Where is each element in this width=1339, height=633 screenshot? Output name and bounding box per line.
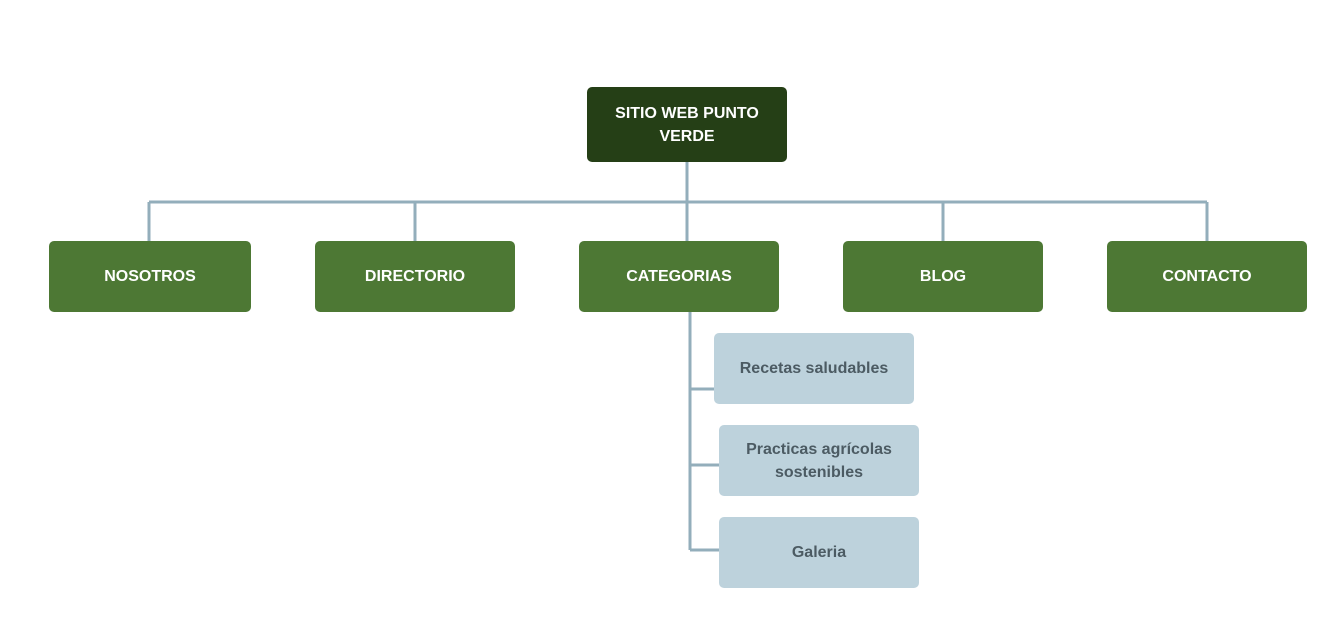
node-blog-label: BLOG	[919, 268, 967, 285]
node-recetas-saludables-label: Recetas saludables	[739, 360, 889, 377]
node-blog: BLOG	[843, 241, 1043, 312]
node-galeria-label: Galeria	[791, 544, 847, 561]
node-contacto-label: CONTACTO	[1162, 268, 1252, 285]
node-galeria: Galeria	[719, 517, 919, 588]
node-nosotros-label: NOSOTROS	[104, 268, 196, 285]
node-nosotros: NOSOTROS	[49, 241, 251, 312]
node-contacto: CONTACTO	[1107, 241, 1307, 312]
node-recetas-saludables: Recetas saludables	[714, 333, 914, 404]
node-directorio-label: DIRECTORIO	[364, 268, 466, 285]
node-categorias: CATEGORIAS	[579, 241, 779, 312]
root-node-label: SITIO WEB PUNTO VERDE	[615, 104, 759, 145]
root-node: SITIO WEB PUNTO VERDE	[587, 87, 787, 162]
node-categorias-label: CATEGORIAS	[626, 268, 732, 285]
node-practicas-agricolas-label: Practicas agrícolas sostenibles	[746, 440, 892, 481]
node-practicas-agricolas: Practicas agrícolas sostenibles	[719, 425, 919, 496]
node-directorio: DIRECTORIO	[315, 241, 515, 312]
